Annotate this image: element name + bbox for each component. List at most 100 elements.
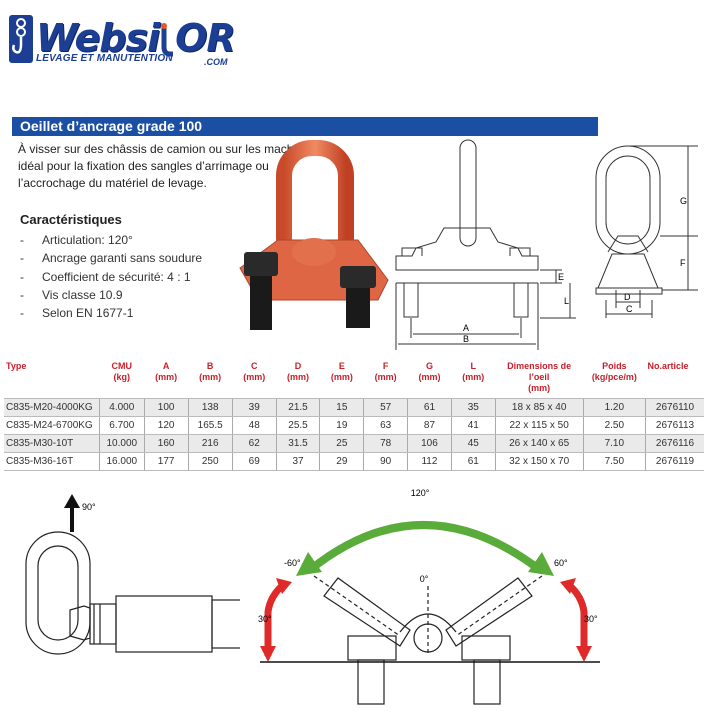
cell-f: 78 [363, 434, 408, 453]
cell-d: 21.5 [275, 398, 320, 417]
cell-b: 250 [187, 452, 233, 471]
right-angle-label: 60° [554, 558, 568, 568]
articulation-diagram: 120° -60° 60° 0° 30° 30° [258, 488, 600, 705]
cell-eye: 32 x 150 x 70 [494, 452, 584, 471]
product-photo [239, 140, 389, 330]
header-e: E(mm) [330, 361, 353, 382]
header-cmu: CMU(kg) [111, 361, 133, 382]
cell-article: 2676110 [645, 398, 704, 417]
dim-label-e: E [558, 272, 564, 282]
spec-table: Type CMU(kg) A(mm) B(mm) C(mm) D(mm) E(m… [4, 359, 704, 471]
list-item: Vis classe 10.9 [20, 286, 202, 304]
header-l: L(mm) [462, 361, 485, 382]
cell-d: 31.5 [275, 434, 320, 453]
right-tilt-arc [565, 581, 588, 656]
websilor-logo[interactable]: Websi OR LEVAGE ET MANUTENTION .COM [8, 12, 240, 70]
dim-label-f: F [680, 258, 686, 268]
header-weight: Poids(kg/pce/m) [591, 361, 637, 382]
left-tilt-label: 30° [258, 614, 272, 624]
list-item: Selon EN 1677-1 [20, 304, 202, 322]
cell-type: C835-M24-6700KG [4, 416, 100, 435]
cell-c: 39 [231, 398, 277, 417]
product-title: Oeillet d’ancrage grade 100 [12, 117, 598, 136]
cell-e: 19 [319, 416, 364, 435]
cell-article: 2676116 [645, 434, 704, 453]
right-tilt-label: 30° [584, 614, 598, 624]
articulation-angle-label: 120° [411, 488, 430, 498]
cell-cmu: 4.000 [98, 398, 145, 417]
cell-e: 15 [319, 398, 364, 417]
cell-cmu: 16.000 [98, 452, 145, 471]
cell-l: 45 [450, 434, 496, 453]
cell-a: 120 [143, 416, 189, 435]
logo-tagline: LEVAGE ET MANUTENTION [36, 53, 173, 64]
header-b: B(mm) [199, 361, 222, 382]
cell-g: 112 [407, 452, 452, 471]
cell-l: 61 [450, 452, 496, 471]
hook-chain-icon [9, 15, 33, 63]
cell-eye: 22 x 115 x 50 [494, 416, 584, 435]
cell-type: C835-M20-4000KG [4, 398, 100, 417]
cell-weight: 1.20 [582, 398, 646, 417]
logo-domain: .COM [204, 57, 228, 67]
cell-d: 37 [275, 452, 320, 471]
cell-g: 87 [407, 416, 452, 435]
cell-b: 138 [187, 398, 233, 417]
left-angle-label: -60° [284, 558, 301, 568]
dim-label-b: B [463, 334, 469, 344]
side-view-drawing: G F D C [595, 145, 698, 318]
cell-weight: 2.50 [582, 416, 646, 435]
cell-eye: 18 x 85 x 40 [494, 398, 584, 417]
dim-label-l: L [564, 296, 569, 306]
logo-word-a: Websi [36, 16, 160, 60]
cell-d: 25.5 [275, 416, 320, 435]
cell-c: 69 [231, 452, 277, 471]
cell-b: 165.5 [187, 416, 233, 435]
dim-label-a: A [463, 323, 469, 333]
cell-b: 216 [187, 434, 233, 453]
cell-f: 57 [363, 398, 408, 417]
rotation-angle-label: 90° [82, 502, 96, 512]
header-eye-dimensions: Dimensions de l’oeil(mm) [507, 361, 572, 393]
center-angle-label: 0° [420, 574, 429, 584]
cell-eye: 26 x 140 x 65 [494, 434, 584, 453]
list-item: Coefficient de sécurité: 4 : 1 [20, 268, 202, 286]
cell-f: 63 [363, 416, 408, 435]
characteristics-title: Caractéristiques [20, 212, 122, 227]
logo-word-b: OR [175, 16, 236, 60]
dim-label-c: C [626, 304, 633, 314]
dim-label-g: G [680, 196, 687, 206]
rotation-diagram: 90° [25, 494, 240, 655]
header-f: F(mm) [374, 361, 397, 382]
cell-cmu: 10.000 [98, 434, 145, 453]
cell-e: 29 [319, 452, 364, 471]
product-description: À visser sur des châssis de camion ou su… [18, 142, 319, 190]
cell-l: 35 [450, 398, 496, 417]
cell-g: 106 [407, 434, 452, 453]
cell-f: 90 [363, 452, 408, 471]
logo-wordmark: Websi OR [36, 16, 236, 60]
header-type: Type [6, 361, 27, 371]
cell-article: 2676119 [645, 452, 704, 471]
cell-c: 62 [231, 434, 277, 453]
front-view-drawing: A B E L [395, 139, 576, 350]
table-header-row: Type CMU(kg) A(mm) B(mm) C(mm) D(mm) E(m… [4, 359, 704, 399]
cell-e: 25 [319, 434, 364, 453]
cell-weight: 7.50 [582, 452, 646, 471]
header-c: C(mm) [243, 361, 266, 382]
cell-l: 41 [450, 416, 496, 435]
header-g: G(mm) [418, 361, 441, 382]
cell-c: 48 [231, 416, 277, 435]
header-a: A(mm) [155, 361, 178, 382]
cell-type: C835-M36-16T [4, 452, 100, 471]
dim-label-d: D [624, 292, 631, 302]
header-d: D(mm) [287, 361, 310, 382]
cell-g: 61 [407, 398, 452, 417]
characteristics-list: Articulation: 120° Ancrage garanti sans … [20, 231, 202, 322]
articulation-arc [307, 521, 543, 574]
cell-a: 100 [143, 398, 189, 417]
cell-weight: 7.10 [582, 434, 646, 453]
